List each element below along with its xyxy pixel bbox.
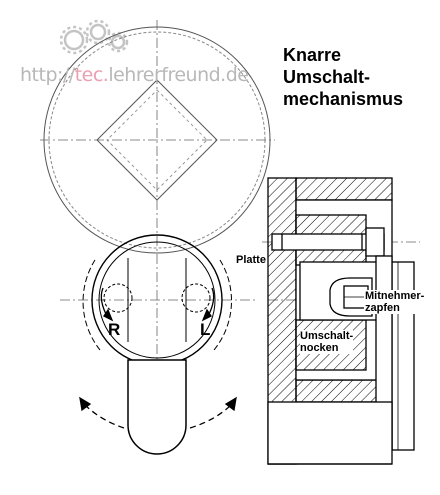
watermark-url: http://tec.lehrerfreund.de [20,64,249,86]
swing-arrows [79,396,237,429]
gear-logo-icon [59,19,129,55]
label-direction-l: L [200,320,211,339]
direction-arrows [100,287,215,322]
label-mitnehmerzapfen: Mitnehmer- zapfen [364,290,426,314]
section-view [267,177,415,465]
label-umschaltnocken: Umschalt- nocken [300,330,354,354]
page-title: Knarre Umschalt- mechanismus [283,45,404,109]
label-platte: Platte [236,254,266,266]
label-direction-r: R [108,320,121,339]
handle-lever [127,359,187,455]
